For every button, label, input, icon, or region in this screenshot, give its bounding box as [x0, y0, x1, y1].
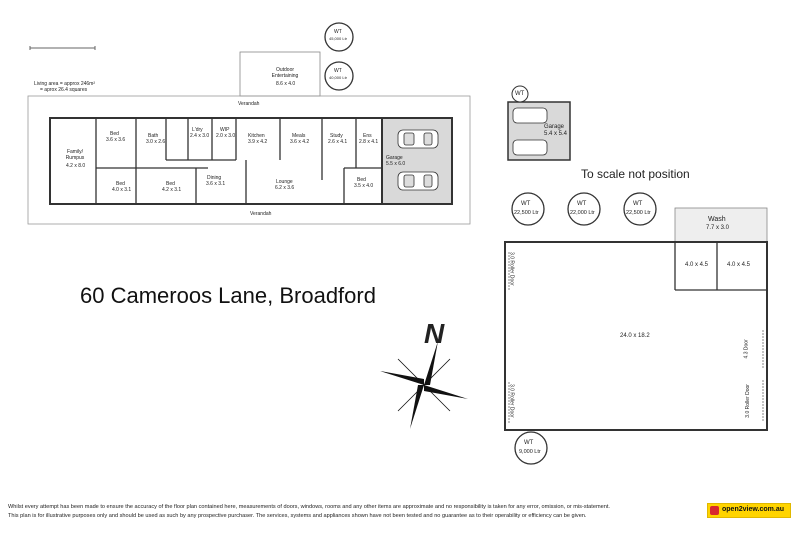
car-icon [512, 107, 548, 156]
shed-bay-1-size: 4.0 x 4.5 [685, 262, 709, 268]
detached-garage-wt: WT [515, 91, 525, 97]
room-name: Bed [166, 181, 175, 187]
water-tank-icon [511, 192, 545, 226]
outdoor-size: 8.6 x 4.0 [276, 81, 296, 87]
room-size: 4.2 x 8.0 [66, 163, 86, 169]
disclaimer-line-2: This plan is for illustrative purposes o… [8, 512, 587, 519]
disclaimer-line-1: Whilst every attempt has been made to en… [8, 504, 610, 510]
room-size: 5.5 x 6.0 [386, 161, 406, 167]
room-name: Bed [357, 177, 366, 183]
room-name: Dining [207, 175, 222, 181]
room-size: 2.0 x 3.0 [216, 133, 236, 139]
logo-mark-icon [710, 506, 719, 515]
logo-text: open2view.com.au [722, 506, 784, 513]
tank-size: 22,000 Ltr [570, 210, 595, 216]
scale-bar [29, 46, 96, 50]
outdoor-name: Outdoor Entertaining [271, 67, 299, 79]
wash-name: Wash [708, 216, 726, 223]
water-tank-icon [514, 431, 548, 465]
water-tank-icon [623, 192, 657, 226]
room-size: 3.0 x 2.6 [146, 139, 166, 145]
car-icon [397, 171, 439, 191]
shed-door-right-top: 4.3 Door [743, 339, 750, 359]
room-size: 2.8 x 4.1 [359, 139, 379, 145]
room-size: 3.9 x 4.2 [248, 139, 268, 145]
scale-note: To scale not position [581, 167, 690, 181]
room-name: WIP [220, 127, 230, 133]
compass-rose-icon [380, 341, 468, 429]
room-size: 4.0 x 3.1 [112, 187, 132, 193]
tank-wt: WT [633, 201, 643, 207]
shed-door-right-bottom: 3.0 Roller Door [744, 384, 751, 418]
shed-bay-2-size: 4.0 x 4.5 [727, 262, 751, 268]
room-name: Family/ Rumpus [65, 149, 85, 161]
tank-size: 22,500 Ltr [514, 210, 539, 216]
room-size: 3.6 x 3.1 [206, 181, 226, 187]
wash-area [674, 207, 768, 243]
room-name: Bath [148, 133, 159, 139]
detached-garage-name: Garage [544, 124, 565, 130]
room-name: Lounge [276, 179, 293, 185]
water-tank-icon [324, 22, 354, 52]
room-name: Ens [363, 133, 372, 139]
water-tank-icon [324, 61, 354, 91]
shed-door-left-bottom: 3.0 Roller Door [508, 384, 515, 418]
room-name: Meals [292, 133, 306, 139]
tank-wt: WT [334, 68, 342, 74]
wash-size: 7.7 x 3.0 [706, 225, 730, 231]
verandah-top-label: Verandah [238, 101, 260, 107]
tank-wt: WT [521, 201, 531, 207]
water-tank-icon [511, 85, 529, 103]
tank-size: 9,000 Ltr [519, 449, 541, 455]
tank-wt: WT [577, 201, 587, 207]
property-address: 60 Cameroos Lane, Broadford [80, 283, 376, 308]
room-size: 2.4 x 3.0 [190, 133, 210, 139]
interior-walls [95, 118, 382, 204]
room-name: Kitchen [248, 133, 265, 139]
room-name: Bed [110, 131, 119, 137]
north-label: N [424, 318, 445, 349]
room-name: Garage [386, 155, 403, 161]
living-area-line1: Living area = approx 246m² [34, 81, 96, 87]
verandah-bottom-label: Verandah [250, 211, 272, 217]
tank-size: 45,000 Ltr [329, 36, 348, 41]
shed-main-size: 24.0 x 18.2 [620, 333, 650, 339]
shed-door-left-top: 3.0 Roller Door [508, 252, 515, 286]
room-size: 2.6 x 4.1 [328, 139, 348, 145]
disclaimer: Whilst every attempt has been made to en… [8, 503, 708, 520]
house-outline [49, 117, 383, 205]
tank-size: 22,500 Ltr [626, 210, 651, 216]
open2view-logo: open2view.com.au [707, 503, 791, 518]
tank-size: 40,000 Ltr [329, 75, 348, 80]
room-name: Bed [116, 181, 125, 187]
room-size: 6.2 x 3.6 [275, 185, 295, 191]
tank-wt: WT [334, 29, 342, 35]
room-size: 3.6 x 4.2 [290, 139, 310, 145]
car-icon [397, 129, 439, 149]
room-size: 3.6 x 3.6 [106, 137, 126, 143]
outdoor-entertaining-area [239, 51, 321, 97]
tank-wt: WT [524, 440, 534, 446]
room-size: 3.5 x 4.0 [354, 183, 374, 189]
detached-garage-size: 5.4 x 5.4 [544, 131, 568, 137]
water-tank-icon [567, 192, 601, 226]
living-area-line2: = aprox 26.4 squares [40, 87, 88, 93]
shed-outline [504, 241, 768, 431]
verandah-outline [27, 95, 471, 225]
room-name: L'dry [192, 127, 203, 133]
room-name: Study [330, 133, 343, 139]
room-size: 4.2 x 3.1 [162, 187, 182, 193]
